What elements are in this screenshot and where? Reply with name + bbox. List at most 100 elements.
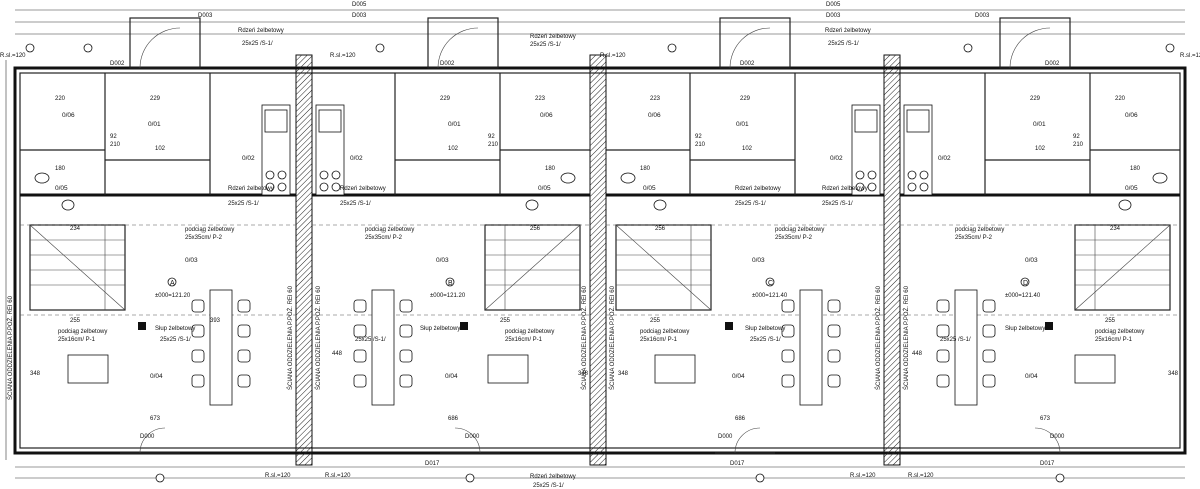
dimension: 210 — [488, 142, 499, 148]
dimension: 348 — [578, 371, 589, 377]
dimension: 223 — [650, 96, 661, 102]
dimension: 234 — [70, 226, 81, 232]
column-label: Słup żelbetowy — [155, 326, 195, 332]
dimension: 92 — [488, 134, 495, 140]
unit-letter: D — [1023, 280, 1028, 287]
core-label: Rdzeń żelbetowy — [735, 186, 781, 192]
sill-label: R.sl.=120 — [850, 473, 876, 479]
fire-wall-label: ŚCIANA ODDZIELENIA P.POŻ. REI 60 — [902, 285, 910, 390]
room-id: 0/05 — [1125, 185, 1138, 192]
dimension: 102 — [742, 146, 753, 152]
beam-label: podciąg żelbetowy — [505, 329, 554, 335]
door-label: D002 — [740, 61, 755, 67]
dimension: 210 — [110, 142, 121, 148]
core-label: Rdzeń żelbetowy — [825, 28, 871, 34]
core-dim: 25x25 /S-1/ — [340, 201, 371, 207]
sill-label: R.sl.=120 — [1180, 53, 1200, 59]
beam-label: podciąg żelbetowy — [185, 227, 234, 233]
column-labels: Słup żelbetowy 25x25 /S-1/ Słup żelbetow… — [155, 326, 1045, 343]
party-walls — [295, 54, 901, 466]
core-dim: 25x25 /S-1/ — [530, 42, 561, 48]
room-id: 0/05 — [55, 185, 68, 192]
door-label: D003 — [198, 13, 213, 19]
unit-b — [312, 17, 590, 454]
room-id: 0/04 — [1025, 373, 1038, 380]
door-label: D002 — [440, 61, 455, 67]
beam-label: podciąg żelbetowy — [640, 329, 689, 335]
level-label: ±000=121.20 — [155, 293, 191, 299]
level-label: ±000=121.40 — [1005, 293, 1041, 299]
room-id: 0/06 — [1125, 112, 1138, 119]
column-label: Słup żelbetowy — [420, 326, 460, 332]
door-label: D003 — [352, 13, 367, 19]
door-label: D017 — [1040, 461, 1055, 467]
sill-label: R.sl.=120 — [0, 53, 26, 59]
dimension: 255 — [650, 318, 661, 324]
room-id: 0/06 — [62, 112, 75, 119]
sill-labels: R.sl.=120 R.sl.=120 R.sl.=120 R.sl.=120 … — [0, 53, 1200, 479]
level-label: ±000=121.40 — [752, 293, 788, 299]
column-label: Słup żelbetowy — [1005, 326, 1045, 332]
dimension: 448 — [332, 351, 343, 357]
door-label: D000 — [465, 434, 480, 440]
room-id: 0/01 — [448, 121, 461, 128]
core-dim: 25x25 /S-1/ — [242, 41, 273, 47]
room-id: 0/04 — [732, 373, 745, 380]
dimension: 229 — [740, 96, 751, 102]
core-dim: 25x25 /S-1/ — [533, 483, 564, 489]
beam-label: podciąg żelbetowy — [1095, 329, 1144, 335]
room-id: 0/03 — [185, 257, 198, 264]
dimension: 686 — [448, 416, 459, 422]
dimension: 256 — [530, 226, 541, 232]
dimension: 255 — [500, 318, 511, 324]
sill-label: R.sl.=120 — [600, 53, 626, 59]
fire-wall-label: ŚCIANA ODDZIELENIA P.POŻ. REI 60 — [608, 285, 616, 390]
dimension: 234 — [1110, 226, 1121, 232]
room-ids: 0/06 0/01 0/02 0/05 0/03 0/04 0/02 0/01 … — [55, 112, 1138, 380]
room-id: 0/03 — [436, 257, 449, 264]
dimension: 348 — [1168, 371, 1179, 377]
dimension: 348 — [30, 371, 41, 377]
dimension: 180 — [545, 166, 556, 172]
core-dim: 25x25 /S-1/ — [735, 201, 766, 207]
room-id: 0/04 — [150, 373, 163, 380]
dimension: 210 — [695, 142, 706, 148]
door-labels: D003 D005 D003 D005 D003 D003 D002 D002 … — [110, 2, 1065, 467]
sill-label: R.sl.=120 — [325, 473, 351, 479]
dimension: 102 — [155, 146, 166, 152]
door-label: D002 — [110, 61, 125, 67]
unit-letters: A B C D — [170, 280, 1028, 287]
column-label: Słup żelbetowy — [745, 326, 785, 332]
dimension: 255 — [1105, 318, 1116, 324]
dimension: 448 — [912, 351, 923, 357]
core-label: Rdzeń żelbetowy — [530, 34, 576, 40]
dimension: 180 — [55, 166, 66, 172]
room-id: 0/03 — [1025, 257, 1038, 264]
room-id: 0/01 — [148, 121, 161, 128]
door-label: D005 — [352, 2, 367, 8]
beam-label: podciąg żelbetowy — [955, 227, 1004, 233]
dimension: 255 — [70, 318, 81, 324]
beam-label: podciąg żelbetowy — [58, 329, 107, 335]
dimension: 92 — [110, 134, 117, 140]
door-label: D000 — [140, 434, 155, 440]
unit-c — [606, 17, 884, 454]
door-label: D017 — [425, 461, 440, 467]
room-id: 0/01 — [736, 121, 749, 128]
dimension: 180 — [1130, 166, 1141, 172]
room-id: 0/02 — [830, 155, 843, 162]
column-dim: 25x25 /S-1/ — [160, 337, 191, 343]
core-dim: 25x25 /S-1/ — [828, 41, 859, 47]
unit-letter: A — [170, 280, 175, 287]
fire-wall-label: ŚCIANA ODDZIELENIA P.POŻ. REI 60 — [6, 295, 14, 400]
sill-label: R.sl.=120 — [908, 473, 934, 479]
unit-a — [20, 17, 296, 454]
dimension: 223 — [535, 96, 546, 102]
beam-dim: 25x16cm/ P-1 — [1095, 337, 1133, 343]
beam-labels: podciąg żelbetowy 25x35cm/ P-2 podciąg ż… — [58, 227, 1144, 343]
dimension: 673 — [150, 416, 161, 422]
dimension: 229 — [150, 96, 161, 102]
sill-label: R.sl.=120 — [265, 473, 291, 479]
room-id: 0/05 — [643, 185, 656, 192]
